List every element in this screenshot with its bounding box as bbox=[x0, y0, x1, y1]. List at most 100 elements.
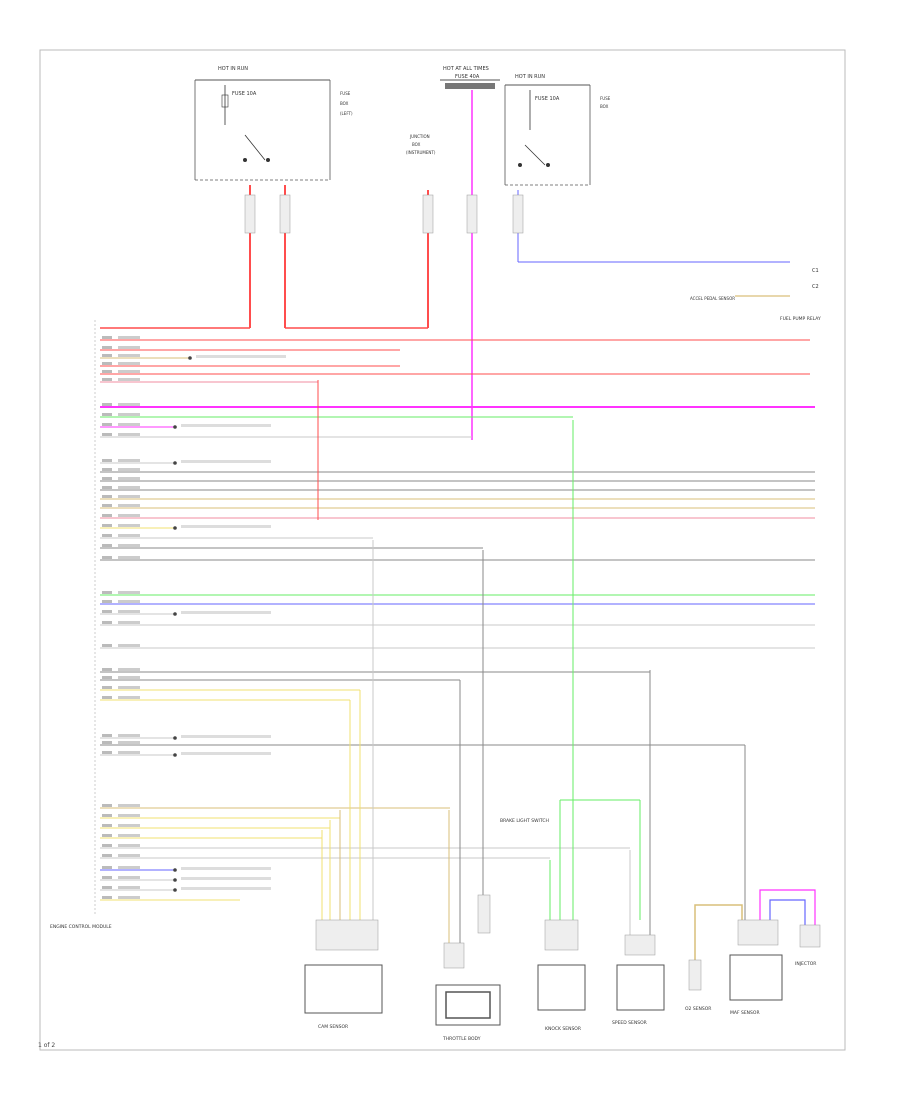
wire-code-marker bbox=[118, 524, 140, 527]
bottom-components: CAM SENSOR THROTTLE BODY KNOCK SENSOR SP… bbox=[304, 954, 816, 1042]
pin-marker bbox=[102, 644, 112, 647]
component-box-3 bbox=[537, 964, 586, 1011]
wire-code-marker bbox=[118, 621, 140, 624]
wire-code-marker bbox=[118, 544, 140, 547]
svg-text:BOX: BOX bbox=[600, 104, 609, 109]
wire-code-marker bbox=[118, 591, 140, 594]
wire-code-marker bbox=[118, 495, 140, 498]
page-number: 1 of 2 bbox=[38, 1042, 56, 1049]
wire-code-marker bbox=[118, 362, 140, 365]
pin-marker bbox=[102, 621, 112, 624]
wire-note-marker bbox=[181, 867, 271, 870]
wire-code-marker bbox=[118, 844, 140, 847]
pin-marker bbox=[102, 354, 112, 357]
wire-code-marker bbox=[118, 644, 140, 647]
label-sensor-1: ACCEL PEDAL SENSOR bbox=[690, 296, 735, 301]
pin-marker bbox=[102, 346, 112, 349]
pin-marker bbox=[102, 610, 112, 613]
fuse-box-left: HOT IN RUN FUSE 10A FUSE BOX (LEFT) bbox=[194, 66, 353, 181]
wire-code-marker bbox=[118, 896, 140, 899]
splice-dot bbox=[173, 461, 177, 465]
bottom-label-1: CAM SENSOR bbox=[318, 1024, 348, 1030]
wire-code-marker bbox=[118, 423, 140, 426]
ecu-name-label: ENGINE CONTROL MODULE bbox=[50, 924, 112, 930]
svg-text:C2: C2 bbox=[812, 284, 819, 290]
pin-marker bbox=[102, 844, 112, 847]
wire-note-marker bbox=[181, 877, 271, 880]
wire-code-marker bbox=[118, 686, 140, 689]
pin-marker bbox=[102, 486, 112, 489]
wire-note-marker bbox=[181, 424, 271, 427]
splice-dot bbox=[188, 356, 192, 360]
pin-marker bbox=[102, 834, 112, 837]
svg-text:BOX: BOX bbox=[340, 101, 349, 106]
pin-marker bbox=[102, 514, 112, 517]
label-sensor-3: FUEL PUMP RELAY bbox=[780, 316, 821, 322]
bottom-label-3: KNOCK SENSOR bbox=[545, 1026, 581, 1032]
signal-wires bbox=[100, 339, 815, 901]
label-hot-in-run-left: HOT IN RUN bbox=[218, 66, 248, 72]
bottom-label-7: INJECTOR bbox=[795, 961, 816, 967]
top-feed-wires: ACCEL PEDAL SENSOR C1 C2 bbox=[100, 90, 819, 440]
pin-marker bbox=[102, 459, 112, 462]
pin-marker bbox=[102, 824, 112, 827]
pin-marker bbox=[102, 544, 112, 547]
wire-note-marker bbox=[181, 887, 271, 890]
wire-code-marker bbox=[118, 413, 140, 416]
wire-code-marker bbox=[118, 824, 140, 827]
wire-code-marker bbox=[118, 734, 140, 737]
wire-code-marker bbox=[118, 433, 140, 436]
svg-text:FUSE: FUSE bbox=[600, 96, 611, 101]
bottom-connectors bbox=[315, 894, 821, 991]
pin-marker bbox=[102, 854, 112, 857]
wire-code-marker bbox=[118, 834, 140, 837]
wire-code-marker bbox=[118, 336, 140, 339]
wire-code-marker bbox=[118, 866, 140, 869]
pin-marker bbox=[102, 477, 112, 480]
wire-code-marker bbox=[118, 378, 140, 381]
pin-marker bbox=[102, 751, 112, 754]
pin-marker bbox=[102, 600, 112, 603]
wire-code-marker bbox=[118, 477, 140, 480]
wire-code-marker bbox=[118, 600, 140, 603]
splice-dot bbox=[173, 878, 177, 882]
wire-code-marker bbox=[118, 751, 140, 754]
label-fuse-40a: FUSE 40A bbox=[455, 74, 480, 80]
splice-dot bbox=[173, 526, 177, 530]
wire-code-marker bbox=[118, 468, 140, 471]
wire-note-marker bbox=[181, 752, 271, 755]
component-box-4 bbox=[616, 964, 665, 1011]
pin-marker bbox=[102, 668, 112, 671]
wire-code-marker bbox=[118, 741, 140, 744]
wire-code-marker bbox=[118, 370, 140, 373]
pin-marker bbox=[102, 524, 112, 527]
label-sensor-2: BRAKE LIGHT SWITCH bbox=[500, 818, 549, 824]
pin-marker bbox=[102, 591, 112, 594]
svg-text:(INSTRUMENT): (INSTRUMENT) bbox=[406, 150, 436, 155]
pin-marker bbox=[102, 468, 112, 471]
pin-marker bbox=[102, 413, 112, 416]
pin-marker bbox=[102, 403, 112, 406]
pin-marker bbox=[102, 676, 112, 679]
wire-code-marker bbox=[118, 459, 140, 462]
label-fuse-10a-right: FUSE 10A bbox=[535, 96, 560, 102]
pin-marker bbox=[102, 886, 112, 889]
pin-marker bbox=[102, 814, 112, 817]
pin-marker bbox=[102, 741, 112, 744]
drop-wires bbox=[317, 380, 816, 990]
wire-code-marker bbox=[118, 556, 140, 559]
pin-marker bbox=[102, 556, 112, 559]
wire-code-marker bbox=[118, 346, 140, 349]
wire-code-marker bbox=[118, 696, 140, 699]
wire-code-marker bbox=[118, 804, 140, 807]
label-hot-at-all-times: HOT AT ALL TIMES bbox=[443, 66, 489, 72]
splice-dot bbox=[173, 736, 177, 740]
wire-code-marker bbox=[118, 514, 140, 517]
svg-text:JUNCTION: JUNCTION bbox=[409, 134, 430, 139]
wire-code-marker bbox=[118, 354, 140, 357]
bottom-label-2: THROTTLE BODY bbox=[442, 1036, 481, 1042]
ecu-pin-labels bbox=[102, 336, 140, 899]
svg-text:(LEFT): (LEFT) bbox=[340, 111, 353, 116]
splice-dot bbox=[173, 888, 177, 892]
